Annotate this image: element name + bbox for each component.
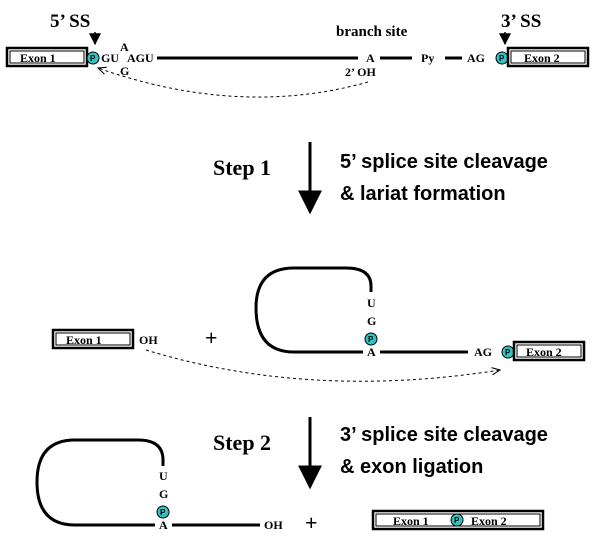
exon2-label-bottom: Exon 2 xyxy=(471,514,507,528)
branch-a-label: A xyxy=(366,51,375,65)
lariat-loop-mid xyxy=(254,266,373,354)
exon2-box-mid: Exon 2 xyxy=(512,340,586,362)
exon2-box: Exon 2 xyxy=(506,46,590,68)
exon2-label-mid: Exon 2 xyxy=(526,345,562,359)
lariat-loop-bottom xyxy=(35,438,165,527)
nucleophilic-attack-arrow-2 xyxy=(145,349,500,382)
exon1-label-mid: Exon 1 xyxy=(66,333,102,347)
svg-text:P: P xyxy=(505,348,511,357)
step2-label: Step 2 xyxy=(213,430,271,455)
plus-mid: + xyxy=(205,325,218,350)
lariat-a-bottom: A xyxy=(159,518,168,532)
oh-label-bottom: OH xyxy=(264,518,283,532)
svg-text:P: P xyxy=(499,54,505,63)
lariat-a-mid: A xyxy=(367,345,376,359)
agu-label: AGU xyxy=(127,51,154,65)
exon1-label-bottom: Exon 1 xyxy=(393,514,429,528)
phosphate-3ss-mid: P xyxy=(501,345,515,359)
exon2-label: Exon 2 xyxy=(524,51,560,65)
branch-site-label: branch site xyxy=(336,24,408,40)
2oh-label: 2’ OH xyxy=(345,65,376,79)
svg-text:P: P xyxy=(368,335,374,344)
lariat-u-mid: U xyxy=(367,296,376,310)
3ss-label: 3’ SS xyxy=(501,11,541,32)
step2-line2: & exon ligation xyxy=(340,456,483,478)
svg-text:P: P xyxy=(160,508,166,517)
step1-line2: & lariat formation xyxy=(340,183,506,205)
spliced-exons: Exon 1 P Exon 2 xyxy=(371,509,545,531)
phosphate-lariat-mid: P xyxy=(364,332,378,346)
a-up-label: A xyxy=(120,40,129,54)
py-label: Py xyxy=(421,51,434,65)
step1-label: Step 1 xyxy=(213,155,271,180)
ag-label: AG xyxy=(467,51,485,65)
lariat-g-bottom: G xyxy=(159,487,168,501)
g-low-label: G xyxy=(120,64,129,78)
phosphate-5ss: P xyxy=(86,51,100,65)
exon1-box-mid: Exon 1 xyxy=(51,328,135,350)
step2-line1: 3’ splice site cleavage xyxy=(340,424,548,446)
oh-label-mid: OH xyxy=(139,333,158,347)
gu-label: GU xyxy=(101,51,119,65)
exon1-box: Exon 1 xyxy=(5,46,89,68)
exon1-label: Exon 1 xyxy=(20,51,56,65)
svg-text:P: P xyxy=(454,516,460,525)
step1-line1: 5’ splice site cleavage xyxy=(340,151,548,173)
nucleophilic-attack-arrow-1 xyxy=(98,68,369,98)
phosphate-lariat-bottom: P xyxy=(156,505,170,519)
lariat-u-bottom: U xyxy=(159,469,168,483)
5ss-label: 5’ SS xyxy=(50,11,90,32)
phosphate-3ss: P xyxy=(495,51,509,65)
phosphate-ligated: P xyxy=(450,513,464,527)
svg-text:P: P xyxy=(90,54,96,63)
ag-label-mid: AG xyxy=(474,345,492,359)
plus-bottom: + xyxy=(305,510,318,535)
lariat-g-mid: G xyxy=(367,314,376,328)
